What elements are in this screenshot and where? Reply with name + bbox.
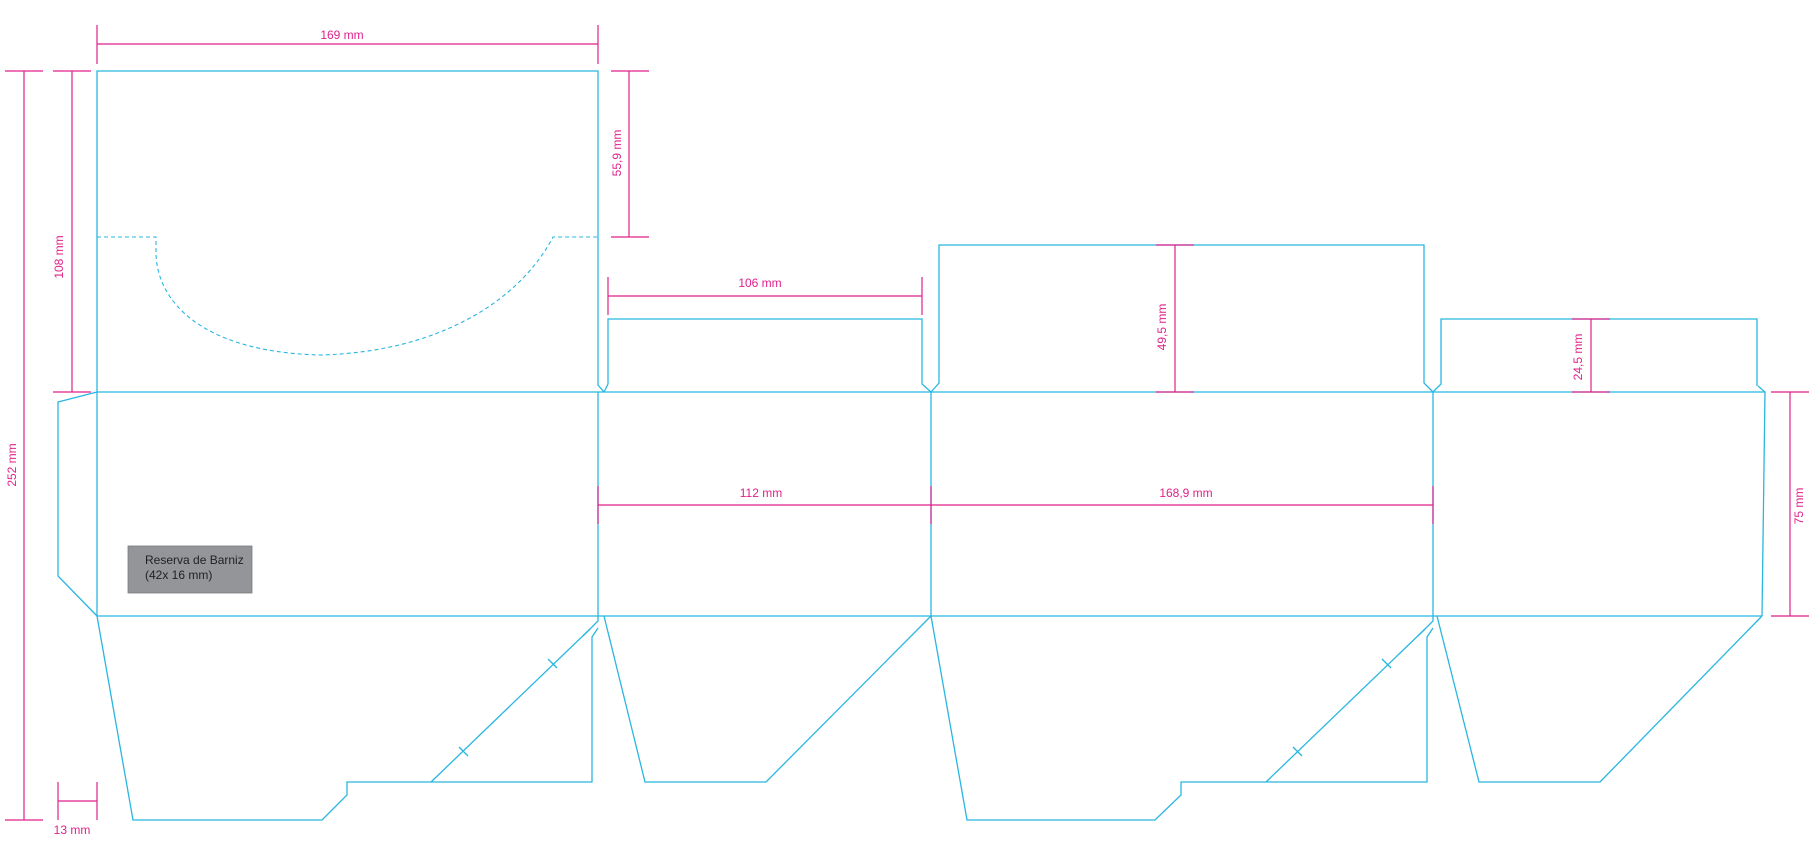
dim-24-label: 24,5 mm — [1571, 334, 1585, 381]
dim-168-label: 168,9 mm — [1159, 486, 1212, 500]
dim-108-label: 108 mm — [52, 235, 66, 278]
top-tab-1 — [603, 318, 932, 393]
top-tab-2 — [930, 244, 1434, 393]
varnish-rect — [127, 545, 253, 594]
bottom-flap-1-diagonal — [430, 628, 591, 783]
varnish-reserve-box: Reserva de Barniz (42x 16 mm) — [127, 545, 253, 594]
dim-169-label: 169 mm — [320, 28, 363, 42]
varnish-label-line2: (42x 16 mm) — [145, 568, 212, 582]
bottom-flap-4 — [1436, 615, 1763, 783]
bottom-flap-2 — [603, 615, 932, 783]
top-tab-3 — [1432, 318, 1758, 393]
diagonal-tick-1b — [458, 746, 469, 757]
dim-75-label: 75 mm — [1792, 488, 1806, 525]
dim-112-label: 112 mm — [740, 486, 782, 500]
diagonal-tick-3a — [1381, 658, 1392, 669]
dim-13-label: 13 mm — [54, 823, 91, 837]
dimension-lines: 169 mm 55,9 mm 108 mm 252 mm 106 mm 49,5… — [5, 25, 1809, 837]
glue-flap-outline — [57, 391, 98, 617]
dim-55-label: 55,9 mm — [610, 130, 624, 177]
lid-window-dashed — [97, 236, 598, 356]
bottom-flap-1 — [96, 615, 599, 821]
right-edge — [1757, 385, 1766, 617]
dim-106-label: 106 mm — [738, 276, 781, 290]
cut-lines — [57, 70, 1766, 821]
dim-252-label: 252 mm — [5, 443, 19, 486]
varnish-label-line1: Reserva de Barniz — [145, 553, 244, 567]
bottom-flap-3-notch — [1417, 616, 1434, 637]
bottom-flap-3-diagonal — [1265, 628, 1426, 783]
diagonal-tick-3b — [1292, 746, 1303, 757]
diagonal-tick-1a — [547, 658, 558, 669]
bottom-flap-3 — [930, 615, 1434, 821]
lid-panel-outline — [96, 70, 605, 393]
bottom-flap-1-notch — [582, 616, 599, 637]
dim-49-label: 49,5 mm — [1155, 304, 1169, 351]
